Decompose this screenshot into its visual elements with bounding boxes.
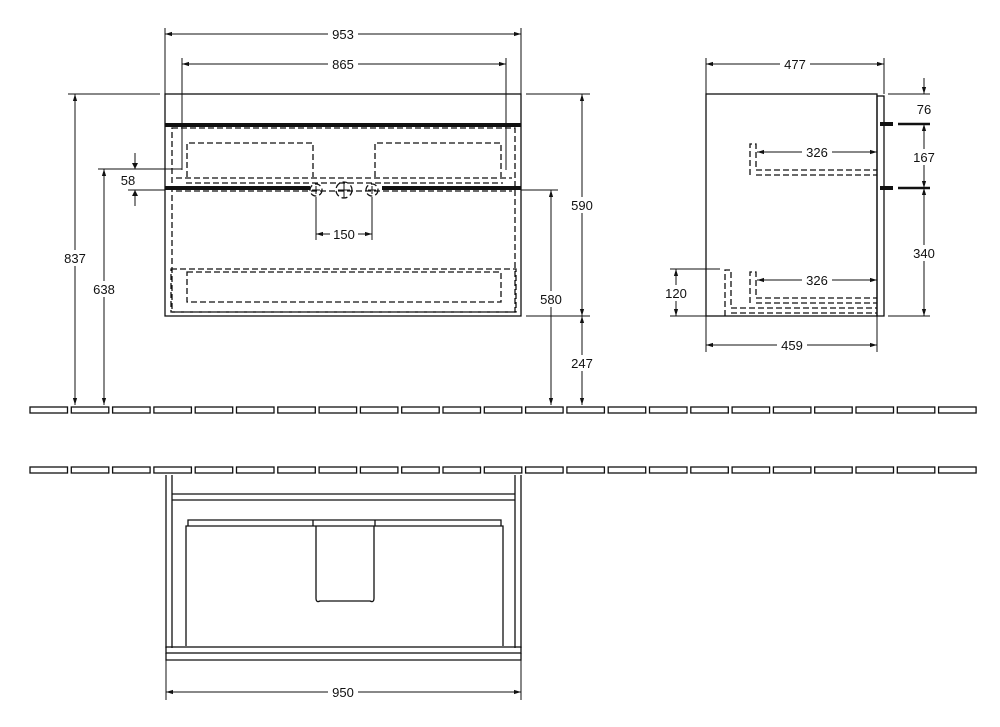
dim-326-bottom: 326: [806, 273, 828, 288]
wall-segment: [524, 406, 564, 414]
wall-segment: [483, 406, 523, 414]
dim-865: 865: [332, 57, 354, 72]
wall-segment: [814, 406, 853, 414]
wall-segment: [524, 466, 564, 474]
dim-150: 150: [333, 227, 355, 242]
dim-837: 837: [64, 251, 86, 266]
wall-segment: [855, 466, 895, 474]
front-view: 953 865 837 638 58 150 590 580: [60, 26, 597, 405]
wall-segment: [318, 406, 358, 414]
dim-340: 340: [913, 246, 935, 261]
wall-segment: [29, 406, 69, 414]
dim-167: 167: [913, 150, 935, 165]
wall-segment: [359, 406, 399, 414]
dim-326-top: 326: [806, 145, 828, 160]
wall-segment: [401, 466, 440, 474]
wall-segment: [194, 466, 234, 474]
wall-segment: [235, 466, 275, 474]
dim-459: 459: [781, 338, 803, 353]
dim-76: 76: [917, 102, 931, 117]
dim-580: 580: [540, 292, 562, 307]
wall-segment: [566, 406, 606, 414]
dim-590: 590: [571, 198, 593, 213]
wall-segment: [194, 406, 234, 414]
wall-segment: [277, 406, 316, 414]
dim-58: 58: [121, 173, 135, 188]
wall-lower: [29, 466, 977, 474]
wall-segment: [235, 406, 275, 414]
side-view: 477 459 76 167 340 326 326 120: [662, 56, 939, 353]
wall-segment: [359, 466, 399, 474]
dim-638: 638: [93, 282, 115, 297]
wall-segment: [772, 466, 812, 474]
dim-120: 120: [665, 286, 687, 301]
wall-segment: [607, 466, 647, 474]
wall-segment: [70, 406, 110, 414]
dim-247: 247: [571, 356, 593, 371]
wall-segment: [690, 466, 729, 474]
dim-953: 953: [332, 27, 354, 42]
wall-segment: [318, 466, 358, 474]
dim-477: 477: [784, 57, 806, 72]
wall-segment: [442, 466, 482, 474]
wall-segment: [153, 466, 193, 474]
wall-segment: [896, 466, 936, 474]
tap-holes: [309, 181, 379, 199]
wall-segment: [111, 406, 151, 414]
wall-segment: [896, 406, 936, 414]
wall-segment: [648, 466, 688, 474]
wall-segment: [772, 406, 812, 414]
wall-segment: [814, 466, 853, 474]
wall-segment: [29, 466, 69, 474]
wall-segment: [277, 466, 316, 474]
wall-segment: [566, 466, 606, 474]
wall-segment: [153, 406, 193, 414]
wall-segment: [731, 406, 771, 414]
wall-segment: [70, 466, 110, 474]
wall-segment: [937, 466, 977, 474]
wall-segment: [111, 466, 151, 474]
wall-segment: [855, 406, 895, 414]
wall-segment: [607, 406, 647, 414]
wall-segment: [648, 406, 688, 414]
wall-segment: [690, 406, 729, 414]
wall-upper: [29, 406, 977, 414]
wall-segment: [731, 466, 771, 474]
wall-segment: [937, 406, 977, 414]
dim-950: 950: [332, 685, 354, 700]
wall-segment: [442, 406, 482, 414]
wall-segment: [483, 466, 523, 474]
wall-segment: [401, 406, 440, 414]
top-view: 950: [165, 475, 522, 700]
